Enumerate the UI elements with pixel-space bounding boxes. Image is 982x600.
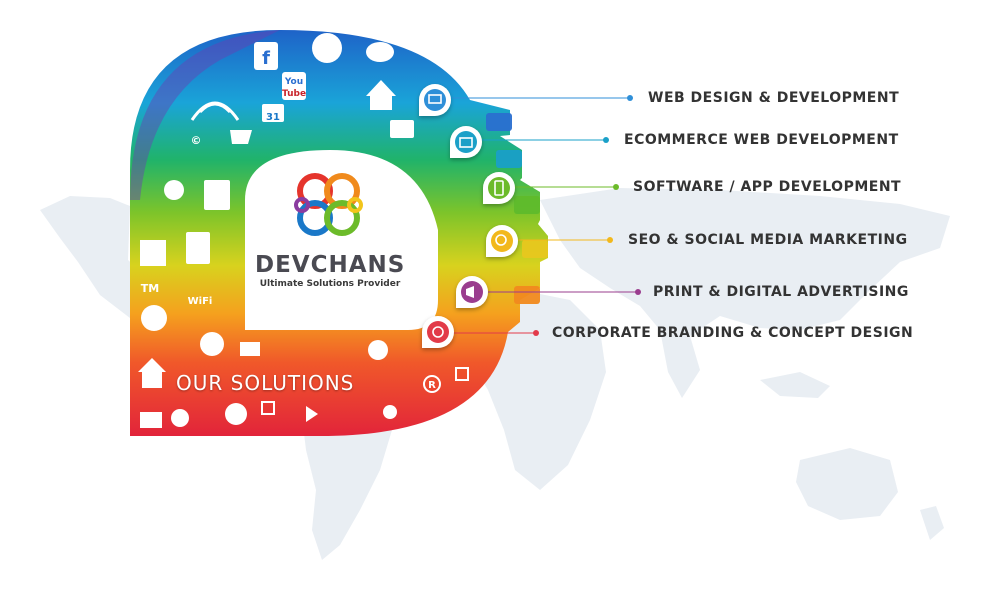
registered-icon [423,375,441,393]
service-pin-seo [486,225,518,257]
phone-icon [141,305,167,331]
devchans-logo [294,173,363,236]
mobile-app-icon [494,180,504,196]
google-plus-icon [204,180,230,210]
document-icon [186,232,210,264]
service-software-app[interactable]: SOFTWARE / APP DEVELOPMENT [633,179,902,195]
our-solutions-title: OUR SOLUTIONS [176,371,355,395]
service-seo-social[interactable]: SEO & SOCIAL MEDIA MARKETING [628,232,908,248]
chat-icon [366,42,394,62]
badge-inner-panel [245,150,438,330]
service-branding[interactable]: CORPORATE BRANDING & CONCEPT DESIGN [552,325,914,341]
windows-icon [140,240,166,266]
service-pin-print [456,276,488,308]
calendar-glyph: 31 [266,112,280,123]
plus-icon [383,405,397,419]
copyright-glyph: © [191,134,202,147]
globe-icon-2 [171,409,189,427]
youtube-icon [282,72,306,100]
shop-icon [459,137,473,148]
facebook-glyph: f [262,48,270,69]
calendar-icon [262,104,284,122]
youtube-glyph-bottom: Tube [282,89,306,99]
mail-icon [240,342,260,356]
megaphone-icon [466,286,474,298]
service-print-digital[interactable]: PRINT & DIGITAL ADVERTISING [653,284,909,300]
service-pin-web [419,84,451,116]
service-web-design[interactable]: WEB DESIGN & DEVELOPMENT [648,90,900,106]
service-pin-branding [422,316,454,348]
people-icon [164,180,184,200]
briefcase-icon [390,120,414,138]
facebook-icon [254,42,278,70]
mail-icon-2 [140,412,162,428]
arrow-right-icon [306,406,318,422]
at-target-icon [432,326,444,338]
brand-tagline: Ultimate Solutions Provider [259,279,401,289]
service-ecommerce[interactable]: ECOMMERCE WEB DEVELOPMENT [624,132,899,148]
service-pin-ecommerce [450,126,482,158]
trademark-glyph: TM [141,282,159,295]
wifi-glyph: WiFi [188,296,213,307]
home-icon [370,92,392,110]
monitor-icon [428,94,442,104]
registered-glyph: R [428,380,436,391]
brand-name: DEVCHANS [255,252,406,278]
globe-icon [312,33,342,63]
twitter-icon [200,332,224,356]
seo-icon [495,234,507,246]
cart-icon [230,130,252,144]
film-reel-icon [225,403,247,425]
service-pin-software [483,172,515,204]
youtube-glyph-top: You [284,77,303,87]
home-icon-2 [138,358,166,388]
globe-search-icon [368,340,388,360]
checkbox-icon [455,367,469,381]
